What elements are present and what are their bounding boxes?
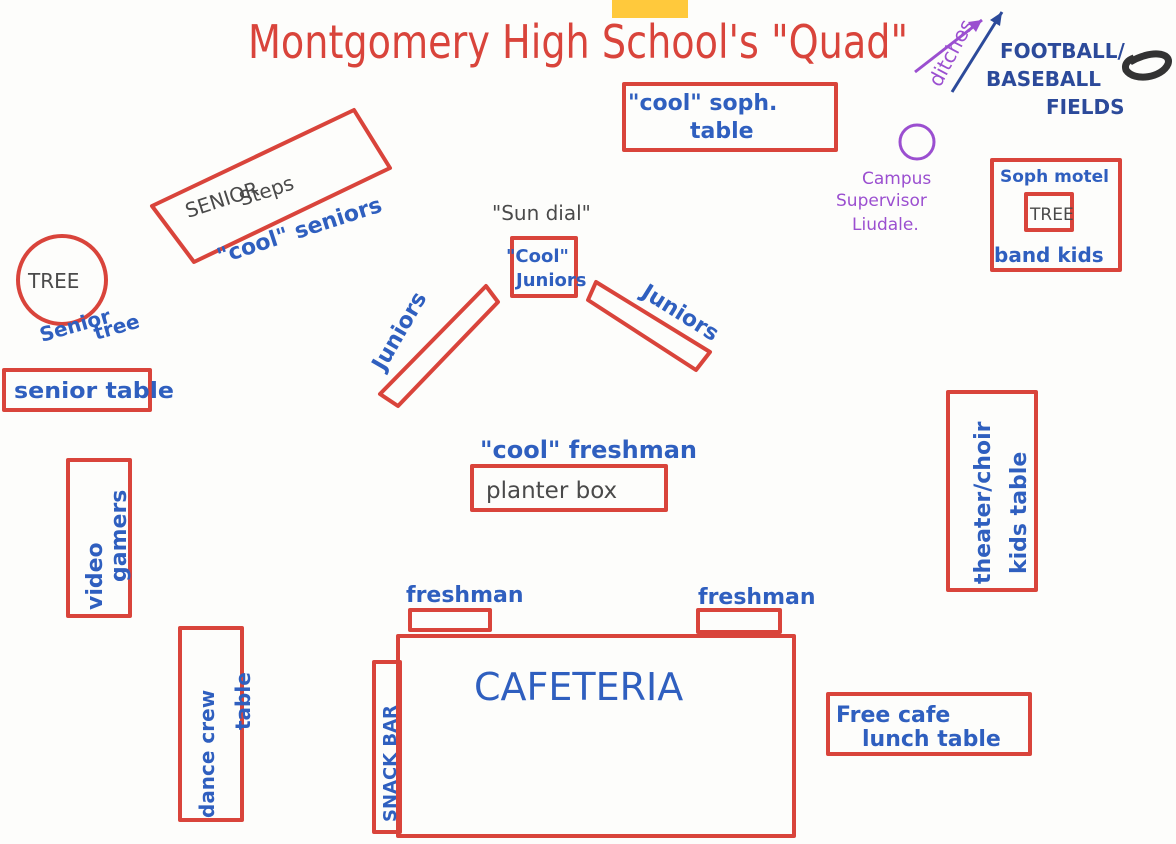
freshman-left-bench xyxy=(408,608,492,632)
juniors-left-bench xyxy=(378,284,500,408)
video-gamers-table xyxy=(66,458,132,618)
juniors-left-label: Juniors xyxy=(367,288,433,377)
fields-label-line3: FIELDS xyxy=(1046,95,1125,119)
soph-motel-tree xyxy=(1024,192,1074,232)
cool-soph-table-label-1: "cool" soph. xyxy=(628,91,777,116)
juniors-right-bench xyxy=(586,280,712,372)
cool-juniors-label-1: "Cool" xyxy=(506,246,569,267)
soph-motel xyxy=(990,158,1122,272)
campus-supervisor-marker xyxy=(898,123,936,161)
fields-label-line1: FOOTBALL/ xyxy=(1000,39,1126,63)
theater-choir-table xyxy=(946,390,1038,592)
theater-choir-label-2: kids table xyxy=(1007,452,1032,574)
fields-arrow xyxy=(950,11,1004,93)
snack-bar-label: SNACK BAR xyxy=(380,705,401,822)
freshman-right-bench xyxy=(696,608,782,634)
ditches-arrowhead xyxy=(968,20,982,32)
dance-crew-label-1: dance crew xyxy=(195,690,219,818)
planter-box xyxy=(470,464,668,512)
free-cafe-label-1: Free cafe xyxy=(836,703,950,728)
cool-soph-table-label-2: table xyxy=(690,119,754,144)
dance-crew-label-2: table xyxy=(231,672,255,730)
video-gamers-label-1: video xyxy=(83,542,108,610)
video-gamers-label-2: gamers xyxy=(107,490,132,582)
campus-supervisor-label-2: Supervisor xyxy=(836,191,927,211)
fields-label-line2: BASEBALL xyxy=(986,67,1101,91)
cool-freshman-label: "cool" freshman xyxy=(480,436,697,464)
snack-bar xyxy=(372,660,402,834)
soph-motel-tree-label: TREE xyxy=(1029,205,1074,225)
freshman-right-label: freshman xyxy=(698,585,816,610)
senior-steps-label-2: Steps xyxy=(236,171,297,211)
cool-juniors-label-2: Juniors xyxy=(514,270,586,291)
senior-table xyxy=(2,368,152,412)
campus-supervisor-label-1: Campus xyxy=(862,169,931,189)
senior-tree-circle xyxy=(16,234,108,326)
cafeteria-label: CAFETERIA xyxy=(474,665,683,709)
freshman-left-label: freshman xyxy=(406,583,524,608)
sun-dial-label: "Sun dial" xyxy=(492,201,591,225)
campus-supervisor-label-3: Liudale. xyxy=(852,215,919,235)
senior-tree-label: TREE xyxy=(27,269,79,293)
planter-box-label: planter box xyxy=(486,478,617,504)
band-kids-label: band kids xyxy=(994,243,1104,267)
ditches-arrow xyxy=(914,18,983,74)
map-title: Montgomery High School's "Quad" xyxy=(248,15,908,69)
free-cafe-lunch-table xyxy=(826,692,1032,756)
sun-dial-box xyxy=(510,236,578,298)
free-cafe-label-2: lunch table xyxy=(862,727,1001,752)
corner-scribble xyxy=(1122,50,1172,81)
fields-arrowhead xyxy=(990,12,1002,26)
senior-table-label: senior table xyxy=(14,379,174,404)
sticky-note xyxy=(612,0,688,18)
cool-soph-table xyxy=(622,82,838,152)
theater-choir-label-1: theater/choir xyxy=(971,421,996,584)
senior-steps xyxy=(150,108,392,264)
ditches-label: ditches xyxy=(923,15,978,90)
soph-motel-label: Soph motel xyxy=(1000,167,1109,187)
dance-crew-table xyxy=(178,626,244,822)
